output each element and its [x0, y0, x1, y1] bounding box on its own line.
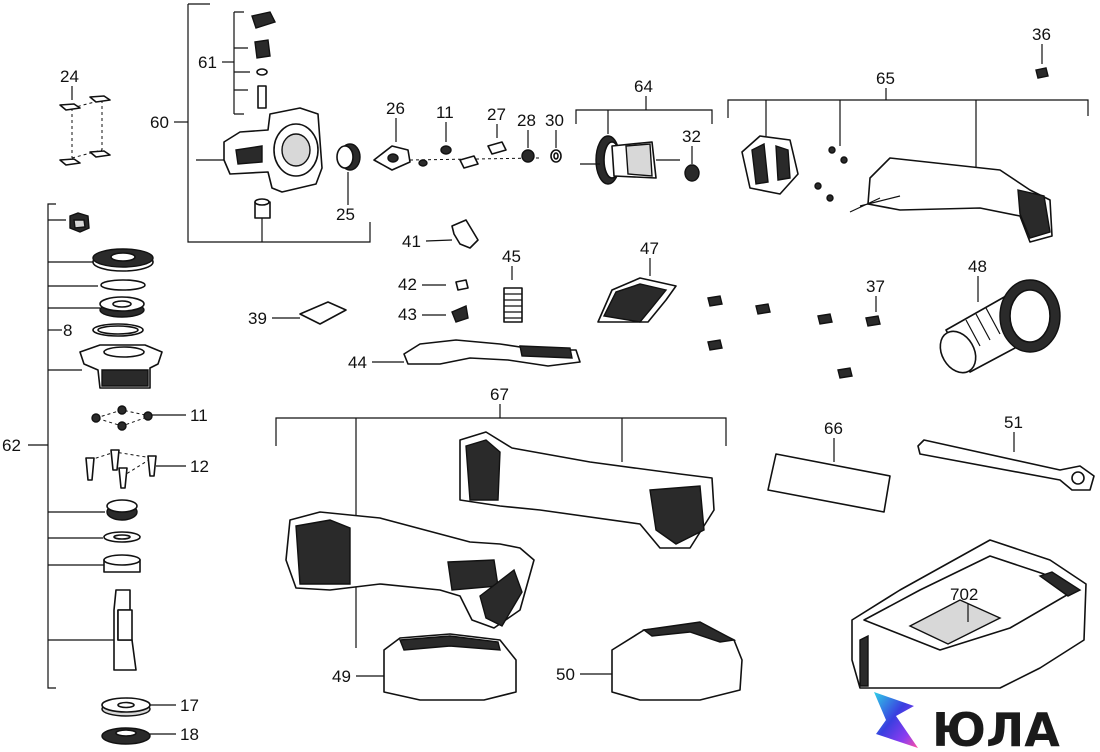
- label-42: 42: [398, 275, 417, 294]
- label-43: 43: [398, 305, 417, 324]
- label-47: 47: [640, 239, 659, 258]
- label-67: 67: [490, 385, 509, 404]
- label-64: 64: [634, 77, 653, 96]
- label-11-left: 11: [190, 406, 208, 425]
- label-30: 30: [545, 111, 564, 130]
- part-49-guard: 49: [332, 633, 517, 701]
- part-24-screws: 24: [59, 67, 111, 166]
- part-66-label: 66: [767, 419, 891, 513]
- label-61: 61: [198, 53, 217, 72]
- label-28: 28: [517, 111, 536, 130]
- part-51-spanner: 51: [917, 413, 1095, 491]
- label-51: 51: [1004, 413, 1023, 432]
- label-48: 48: [968, 257, 987, 276]
- label-17: 17: [180, 696, 199, 715]
- label-702: 702: [950, 585, 978, 604]
- label-27: 27: [487, 105, 506, 124]
- label-44: 44: [348, 353, 367, 372]
- label-32: 32: [682, 127, 701, 146]
- assembly-65-stator: 65 36: [727, 25, 1089, 243]
- label-39: 39: [248, 309, 267, 328]
- yula-logo-icon: [874, 692, 918, 748]
- label-11-top: 11: [436, 103, 454, 122]
- label-36: 36: [1032, 25, 1051, 44]
- label-60: 60: [150, 113, 169, 132]
- assembly-60-group: 60 61 25: [150, 3, 371, 243]
- label-18: 18: [180, 725, 199, 744]
- part-48-side-handle: 48: [939, 257, 1061, 374]
- part-37-screws: 37: [707, 277, 885, 379]
- label-41: 41: [402, 232, 421, 251]
- part-50-guard: 50: [556, 621, 743, 701]
- label-26: 26: [386, 99, 405, 118]
- label-12: 12: [190, 457, 209, 476]
- label-8: 8: [63, 321, 72, 340]
- label-65: 65: [876, 69, 895, 88]
- label-45: 45: [502, 247, 521, 266]
- assembly-62-group: 62 8 11: [2, 203, 209, 745]
- screw-12-set: [85, 449, 157, 489]
- small-parts-26-30: 26 11 27 28 30: [373, 99, 564, 171]
- label-66: 66: [824, 419, 843, 438]
- label-62: 62: [2, 436, 21, 455]
- part-47: 47: [597, 239, 677, 323]
- label-37: 37: [866, 277, 885, 296]
- part-702-case: 702: [851, 539, 1087, 689]
- label-49: 49: [332, 667, 351, 686]
- label-24: 24: [60, 67, 79, 86]
- assembly-64-armature: 64 32: [575, 77, 713, 185]
- yula-watermark: ЮЛА: [874, 692, 1060, 752]
- assembly-67-housing: 67: [275, 385, 727, 648]
- watermark-text: ЮЛА: [932, 703, 1060, 752]
- label-50: 50: [556, 665, 575, 684]
- switch-parts-group: 41 42 43 45 39 44: [248, 219, 581, 372]
- label-25: 25: [336, 205, 355, 224]
